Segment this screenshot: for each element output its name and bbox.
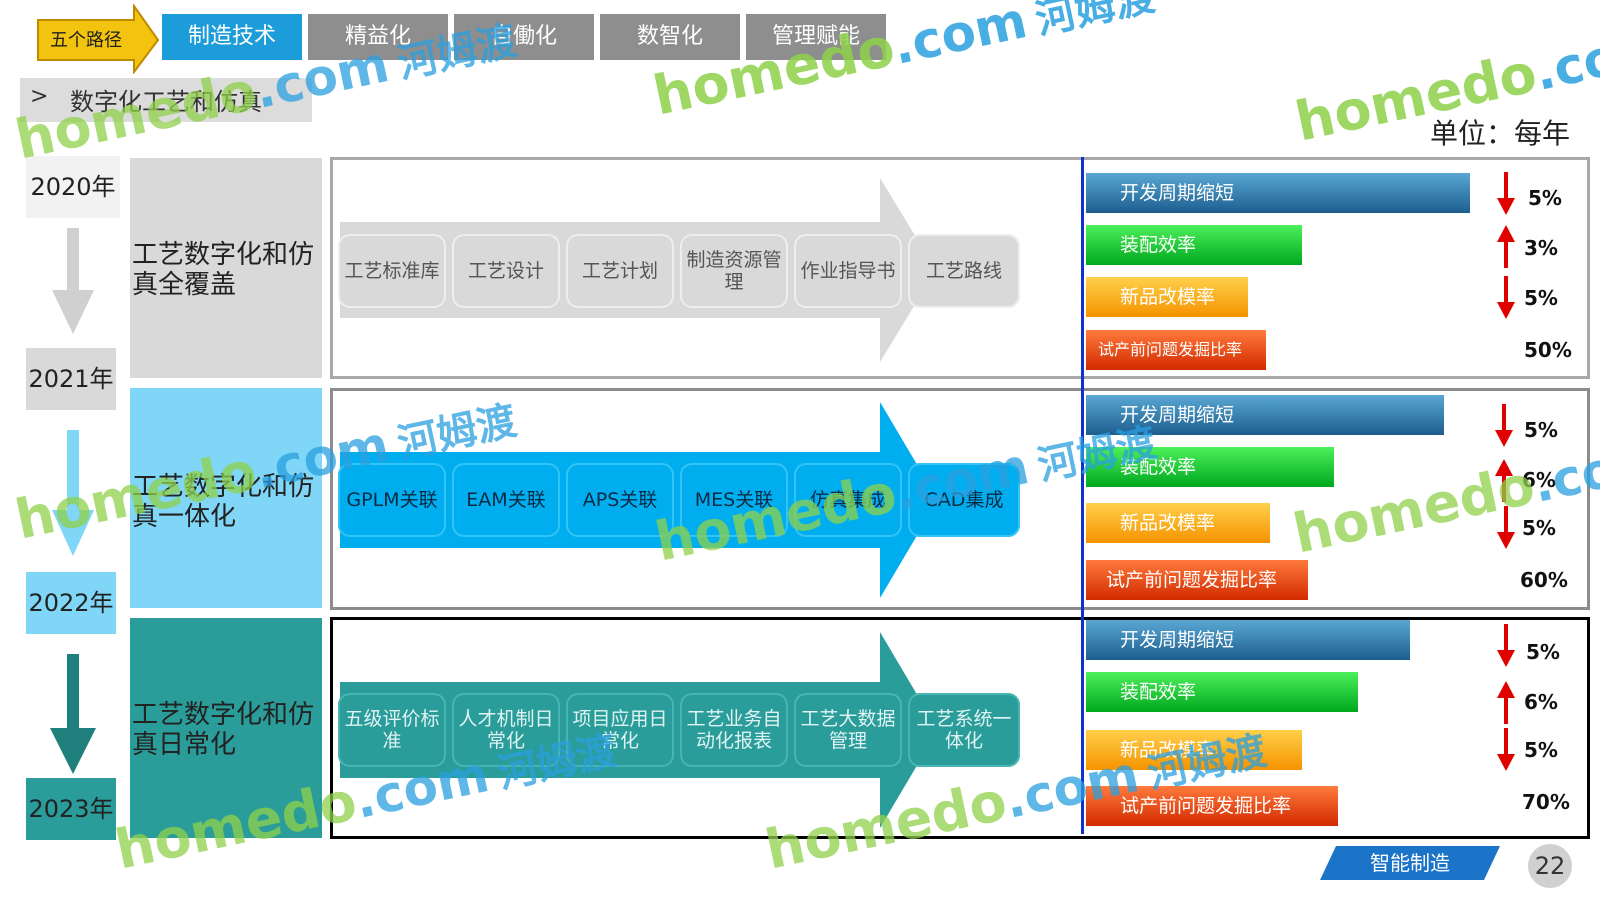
step-box: 制造资源管理 — [680, 234, 788, 308]
kpi-value: 5% — [1526, 640, 1560, 664]
kpi-bar: 试产前问题发掘比率 — [1086, 560, 1308, 600]
step-box: MES关联 — [680, 463, 788, 537]
section-title: 数字化工艺和仿真 — [70, 88, 262, 116]
kpi-bar: 装配效率 — [1086, 672, 1358, 712]
stage-block-1 — [130, 158, 322, 378]
step-box: 工艺标准库 — [338, 234, 446, 308]
timeline-arrow-down-icon — [52, 228, 94, 334]
step-box: 人才机制日常化 — [452, 693, 560, 767]
breadcrumb — [20, 78, 312, 122]
arrow-down-icon — [1497, 728, 1515, 771]
arrow-up-icon — [1497, 225, 1515, 268]
tab-management-enablement[interactable]: 管理赋能 — [746, 14, 886, 60]
year-2022: 2022年 — [26, 572, 116, 634]
stage-panel-3 — [330, 617, 1590, 839]
tab-manufacturing-tech[interactable]: 制造技术 — [162, 14, 302, 60]
step-box: 工艺大数据管理 — [794, 693, 902, 767]
timeline-arrow-down-icon — [50, 654, 96, 774]
kpi-value: 5% — [1524, 286, 1558, 310]
step-box: GPLM关联 — [338, 463, 446, 537]
kpi-value: 6% — [1522, 468, 1556, 492]
arrow-up-icon — [1497, 681, 1515, 724]
step-box: 作业指导书 — [794, 234, 902, 308]
stage-block-2 — [130, 388, 322, 608]
kpi-bar: 新品改模率 — [1086, 503, 1270, 543]
step-box: 五级评价标准 — [338, 693, 446, 767]
step-box: 项目应用日常化 — [566, 693, 674, 767]
footer-tab-label: 智能制造 — [1370, 851, 1450, 875]
kpi-value: 5% — [1524, 418, 1558, 442]
kpi-value: 5% — [1528, 186, 1562, 210]
arrow-down-icon — [1497, 506, 1515, 549]
step-box: 仿真集成 — [794, 463, 902, 537]
kpi-bar: 新品改模率 — [1086, 730, 1302, 770]
step-box: 工艺路线 — [908, 234, 1020, 308]
year-2023: 2023年 — [26, 778, 116, 840]
kpi-value: 70% — [1522, 790, 1570, 814]
year-2020: 2020年 — [26, 156, 120, 218]
step-box: APS关联 — [566, 463, 674, 537]
page-number: 22 — [1534, 852, 1566, 880]
kpi-value: 60% — [1520, 568, 1568, 592]
kpi-bar: 开发周期缩短 — [1086, 395, 1444, 435]
kpi-bar: 开发周期缩短 — [1086, 173, 1470, 213]
kpi-value: 6% — [1524, 690, 1558, 714]
kpi-value: 5% — [1524, 738, 1558, 762]
stage-panel-2 — [330, 388, 1590, 610]
stage-title-2: 工艺数字化和仿真一体化 — [132, 472, 315, 532]
year-2021: 2021年 — [26, 348, 116, 410]
timeline-arrow-down-icon — [52, 430, 94, 556]
kpi-divider — [1081, 157, 1084, 834]
unit-label: 单位：每年 — [1429, 117, 1570, 150]
step-box: EAM关联 — [452, 463, 560, 537]
kpi-bar: 装配效率 — [1086, 225, 1302, 265]
tab-lean[interactable]: 精益化 — [308, 14, 448, 60]
footer-tab-shape — [1320, 846, 1500, 880]
tab-autonomation[interactable]: 自働化 — [454, 14, 594, 60]
arrow-down-icon — [1497, 624, 1515, 667]
kpi-value: 3% — [1524, 236, 1558, 260]
arrow-down-icon — [1497, 172, 1515, 215]
page-number-badge — [1528, 844, 1572, 888]
stage-title-1: 工艺数字化和仿真全覆盖 — [132, 240, 315, 300]
kpi-bar: 开发周期缩短 — [1086, 620, 1410, 660]
stage-title-3: 工艺数字化和仿真日常化 — [132, 700, 315, 760]
step-box: 工艺系统一体化 — [908, 693, 1020, 767]
chevron-right-icon: > — [30, 84, 49, 109]
kpi-value: 5% — [1522, 516, 1556, 540]
stage-panel-1 — [330, 157, 1590, 379]
arrow-up-icon — [1495, 459, 1513, 502]
step-box: CAD集成 — [908, 463, 1020, 537]
kpi-bar: 试产前问题发掘比率 — [1086, 330, 1266, 370]
step-box: 工艺计划 — [566, 234, 674, 308]
stage-block-3 — [130, 618, 322, 838]
tab-digital-intelligence[interactable]: 数智化 — [600, 14, 740, 60]
kpi-bar: 新品改模率 — [1086, 277, 1248, 317]
arrow-down-icon — [1497, 276, 1515, 319]
step-box: 工艺业务自动化报表 — [680, 693, 788, 767]
step-box: 工艺设计 — [452, 234, 560, 308]
kpi-bar: 装配效率 — [1086, 447, 1334, 487]
nav-paths-label: 五个路径 — [50, 30, 122, 51]
path-arrow-icon — [37, 4, 160, 74]
arrow-down-icon — [1495, 404, 1513, 447]
kpi-value: 50% — [1524, 338, 1572, 362]
kpi-bar: 试产前问题发掘比率 — [1086, 786, 1338, 826]
